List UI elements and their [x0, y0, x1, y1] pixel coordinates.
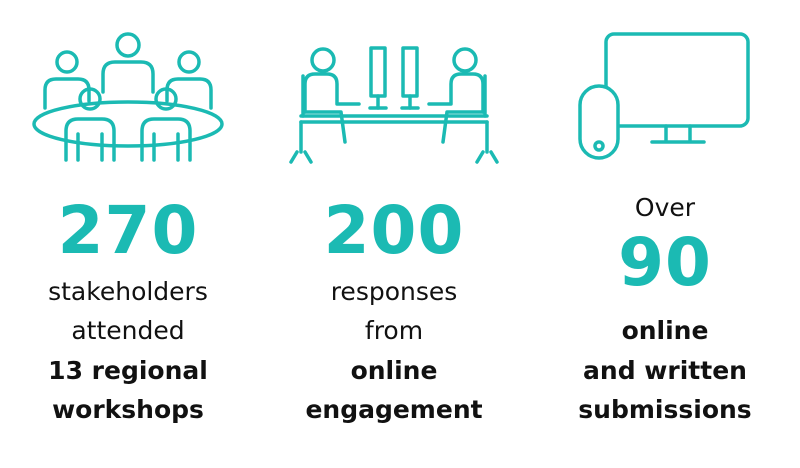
stat-bold-line: 13 regional	[48, 356, 208, 385]
stat-number: 90	[618, 224, 712, 301]
stat-column-workshops: 270 stakeholders attended 13 regional wo…	[3, 0, 253, 468]
stat-bold-line: online	[621, 316, 709, 345]
computer-monitor-icon	[540, 28, 790, 168]
stat-column-submissions: Over 90 online and written submissions	[540, 0, 790, 468]
stat-number: 270	[57, 192, 199, 269]
stat-text-line: stakeholders	[48, 277, 208, 306]
desk-conversation-icon	[269, 28, 519, 168]
stat-bold-line: engagement	[305, 395, 483, 424]
stat-bold-line: submissions	[578, 395, 752, 424]
stat-text-line: responses	[330, 277, 458, 306]
stat-bold-line: workshops	[52, 395, 204, 424]
stat-number: 200	[323, 192, 465, 269]
meeting-table-icon	[3, 28, 253, 168]
stat-text-line: from	[364, 316, 424, 345]
stat-bold-line: online	[350, 356, 438, 385]
stat-prefix: Over	[634, 193, 696, 222]
stat-bold-line: and written	[583, 356, 747, 385]
stat-column-online-responses: 200 responses from online engagement	[269, 0, 519, 468]
stat-text-line: attended	[71, 316, 185, 345]
